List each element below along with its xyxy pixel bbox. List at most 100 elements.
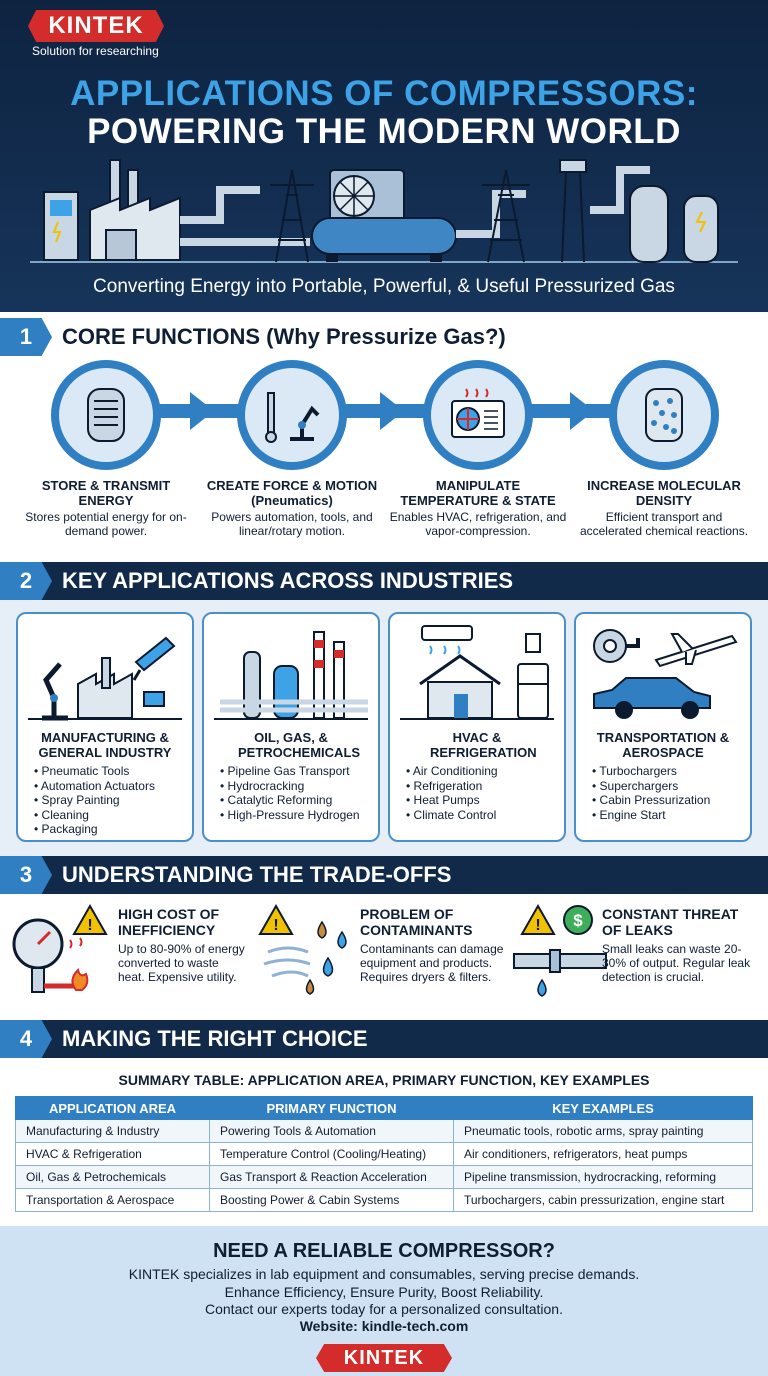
section-number: 4	[0, 1020, 52, 1058]
list-item: Engine Start	[592, 808, 710, 823]
svg-text:!: !	[87, 917, 92, 934]
table-cell: Temperature Control (Cooling/Heating)	[209, 1142, 454, 1166]
list-item: Climate Control	[406, 808, 498, 823]
function-icon-badge	[423, 360, 533, 470]
page-title-line1: APPLICATIONS OF COMPRESSORS:	[70, 74, 698, 113]
list-item: Superchargers	[592, 779, 710, 794]
page-title-line2: POWERING THE MODERN WORLD	[87, 112, 681, 151]
svg-text:!: !	[535, 917, 540, 934]
list-item: Cabin Pressurization	[592, 793, 711, 808]
section-title: UNDERSTANDING THE TRADE-OFFS	[62, 862, 452, 887]
application-list: Turbochargers Superchargers Cabin Pressu…	[592, 764, 710, 822]
cta-line: Contact our experts today for a personal…	[205, 1301, 563, 1317]
svg-text:$: $	[573, 911, 583, 930]
list-item: Refrigeration	[406, 779, 498, 794]
cta-line: Enhance Efficiency, Ensure Purity, Boost…	[224, 1284, 544, 1300]
table-caption: SUMMARY TABLE: APPLICATION AREA, PRIMARY…	[118, 1072, 650, 1088]
section-header-trade-offs: 3 UNDERSTANDING THE TRADE-OFFS	[0, 856, 768, 894]
cta-title: NEED A RELIABLE COMPRESSOR?	[213, 1240, 555, 1262]
list-item: Cleaning	[34, 808, 155, 823]
function-icon-badge	[51, 360, 161, 470]
page-subtitle: Converting Energy into Portable, Powerfu…	[93, 276, 675, 297]
house-ac-icon	[400, 625, 554, 720]
tradeoff-inefficiency: ! HIGH COST OF INEFFICIENCY Up to 80-90%…	[10, 902, 256, 1012]
table-cell: Powering Tools & Automation	[209, 1119, 454, 1143]
core-function-store-energy: STORE & TRANSMIT ENERGY Stores potential…	[16, 360, 196, 538]
tradeoff-title: HIGH COST OF INEFFICIENCY	[118, 906, 220, 938]
core-function-force-motion: CREATE FORCE & MOTION (Pneumatics) Power…	[202, 360, 382, 538]
brand-tagline: Solution for researching	[32, 44, 159, 58]
gauge-fire-warning-icon: !	[12, 903, 108, 993]
hvac-unit-icon	[451, 388, 505, 438]
website-link[interactable]: Website: kindle-tech.com	[299, 1318, 469, 1334]
application-card-hvac: HVAC & REFRIGERATION Air Conditioning Re…	[388, 612, 566, 842]
table-cell: Turbochargers, cabin pressurization, eng…	[453, 1188, 753, 1212]
list-item: Spray Painting	[34, 793, 155, 808]
core-functions-section: STORE & TRANSMIT ENERGY Stores potential…	[0, 356, 768, 560]
application-title: MANUFACTURING & GENERAL INDUSTRY	[38, 730, 172, 760]
application-card-manufacturing: MANUFACTURING & GENERAL INDUSTRY Pneumat…	[16, 612, 194, 842]
application-list: Pipeline Gas Transport Hydrocracking Cat…	[220, 764, 360, 822]
table-cell: Pneumatic tools, robotic arms, spray pai…	[453, 1119, 753, 1143]
application-list: Pneumatic Tools Automation Actuators Spr…	[34, 764, 155, 837]
section-header-right-choice: 4 MAKING THE RIGHT CHOICE	[0, 1020, 768, 1058]
table-cell: Transportation & Aerospace	[15, 1188, 210, 1212]
application-card-oil-gas: OIL, GAS, & PETROCHEMICALS Pipeline Gas …	[202, 612, 380, 842]
table-cell: Boosting Power & Cabin Systems	[209, 1188, 454, 1212]
list-item: Packaging	[34, 822, 155, 837]
tank-spring-icon	[87, 388, 125, 442]
droplets-warning-icon: !	[258, 903, 347, 995]
application-title: HVAC & REFRIGERATION	[430, 730, 537, 760]
application-title: OIL, GAS, & PETROCHEMICALS	[238, 730, 361, 760]
column-header: KEY EXAMPLES	[453, 1096, 753, 1120]
list-item: Catalytic Reforming	[220, 793, 360, 808]
column-header: APPLICATION AREA	[15, 1096, 210, 1120]
leaking-pipe-icon: ! $	[513, 903, 607, 997]
function-icon-badge	[609, 360, 719, 470]
table-header-row: APPLICATION AREA PRIMARY FUNCTION KEY EX…	[15, 1096, 753, 1120]
core-function-desc: Powers automation, tools, and linear/rot…	[211, 510, 373, 538]
table-row: HVAC & Refrigeration Temperature Control…	[15, 1142, 753, 1166]
core-function-temperature: MANIPULATE TEMPERATURE & STATE Enables H…	[388, 360, 568, 538]
application-card-transportation: TRANSPORTATION & AEROSPACE Turbochargers…	[574, 612, 752, 842]
turbo-plane-car-icon	[593, 629, 738, 719]
table-row: Transportation & Aerospace Boosting Powe…	[15, 1188, 753, 1212]
key-applications-section: MANUFACTURING & GENERAL INDUSTRY Pneumat…	[0, 600, 768, 856]
section-number: 1	[0, 318, 52, 356]
list-item: Heat Pumps	[406, 793, 498, 808]
section-title: CORE FUNCTIONS (Why Pressurize Gas?)	[62, 324, 506, 349]
list-item: Pipeline Gas Transport	[220, 764, 360, 779]
tradeoff-title: CONSTANT THREAT OF LEAKS	[602, 906, 739, 938]
core-function-desc: Efficient transport and accelerated chem…	[579, 510, 749, 538]
tradeoff-desc: Small leaks can waste 20-30% of output. …	[602, 942, 751, 984]
core-function-title: INCREASE MOLECULAR DENSITY	[587, 478, 741, 508]
kintek-logo-footer[interactable]: KINTEK	[316, 1344, 452, 1372]
core-function-desc: Enables HVAC, refrigeration, and vapor-c…	[389, 510, 567, 538]
trade-offs-section: ! HIGH COST OF INEFFICIENCY Up to 80-90%…	[0, 894, 768, 1018]
section-header-key-applications: 2 KEY APPLICATIONS ACROSS INDUSTRIES	[0, 562, 768, 600]
section-number: 3	[0, 856, 52, 894]
list-item: Automation Actuators	[34, 779, 155, 794]
core-function-desc: Stores potential energy for on-demand po…	[25, 510, 187, 538]
list-item: Pneumatic Tools	[34, 764, 155, 779]
tradeoff-title: PROBLEM OF CONTAMINANTS	[360, 906, 473, 938]
table-cell: Oil, Gas & Petrochemicals	[15, 1165, 210, 1189]
table-row: Manufacturing & Industry Powering Tools …	[15, 1119, 753, 1143]
summary-table-section: SUMMARY TABLE: APPLICATION AREA, PRIMARY…	[0, 1058, 768, 1226]
table-cell: Pipeline transmission, hydrocracking, re…	[453, 1165, 753, 1189]
table-cell: Gas Transport & Reaction Acceleration	[209, 1165, 454, 1189]
table-row: Oil, Gas & Petrochemicals Gas Transport …	[15, 1165, 753, 1189]
table-cell: Air conditioners, refrigerators, heat pu…	[453, 1142, 753, 1166]
tradeoff-desc: Up to 80-90% of energy converted to wast…	[118, 942, 245, 984]
kintek-logo[interactable]: KINTEK	[28, 10, 164, 42]
table-cell: Manufacturing & Industry	[15, 1119, 210, 1143]
core-function-density: INCREASE MOLECULAR DENSITY Efficient tra…	[574, 360, 754, 538]
application-title: TRANSPORTATION & AEROSPACE	[596, 730, 730, 760]
function-icon-badge	[237, 360, 347, 470]
tradeoff-desc: Contaminants can damage equipment and pr…	[360, 942, 504, 984]
application-list: Air Conditioning Refrigeration Heat Pump…	[406, 764, 498, 822]
robotic-arm-icon	[265, 392, 320, 443]
section-title: MAKING THE RIGHT CHOICE	[62, 1026, 368, 1051]
core-function-title: MANIPULATE TEMPERATURE & STATE	[400, 478, 556, 508]
section-number: 2	[0, 562, 52, 600]
